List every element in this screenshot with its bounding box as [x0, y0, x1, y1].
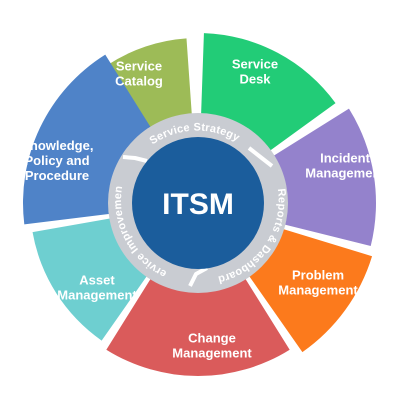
segment-label-line: Management — [305, 166, 385, 181]
segment-label-line: Policy and — [24, 153, 89, 168]
segment-change-management — [106, 277, 290, 376]
segment-label-line: Procedure — [25, 168, 89, 183]
segment-label-line: Management — [57, 288, 137, 303]
segment-incident-management — [272, 108, 377, 247]
segment-label-line: Catalog — [115, 74, 163, 89]
segment-label-line: Management — [278, 283, 358, 298]
segment-label-line: Incident — [320, 151, 371, 166]
ring-separators — [122, 146, 274, 287]
center-title: ITSM — [162, 188, 234, 221]
segments-group — [23, 33, 377, 376]
segment-label-line: Change — [188, 331, 236, 346]
ring-separator-bottom — [188, 266, 208, 287]
segment-label-line: Management — [172, 346, 252, 361]
center-circle — [132, 137, 264, 269]
segment-label-line: Service — [116, 59, 162, 74]
segment-label-line: Problem — [292, 268, 344, 283]
segment-asset-management — [32, 218, 148, 341]
segment-knowledge-policy-procedure — [23, 54, 152, 225]
segment-problem-management — [248, 228, 373, 353]
segment-label-line: Asset — [79, 273, 115, 288]
ring-separator-right — [247, 146, 274, 168]
segment-label-line: Desk — [239, 72, 271, 87]
segment-label-line: Knowledge, — [21, 138, 94, 153]
ring-separator-left — [122, 155, 148, 163]
segment-label-line: Service — [232, 57, 278, 72]
